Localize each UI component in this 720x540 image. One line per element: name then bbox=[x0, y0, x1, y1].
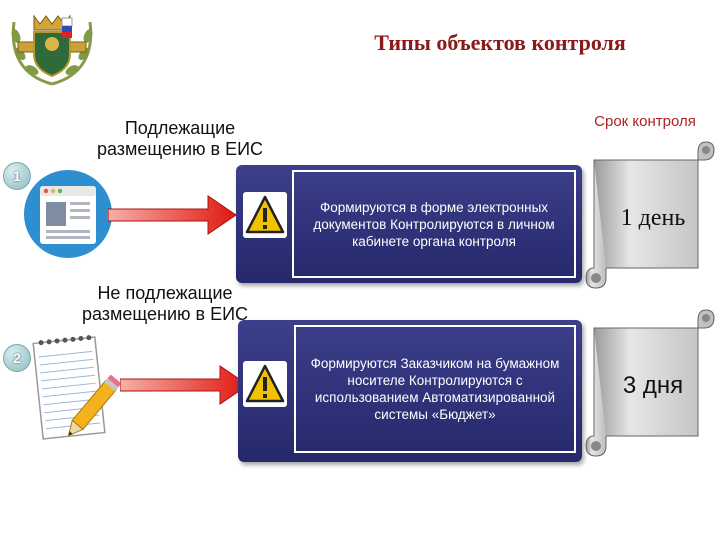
duration-value: 3 дня bbox=[622, 372, 684, 399]
warning-icon bbox=[243, 361, 287, 407]
arrow-right-icon bbox=[120, 365, 249, 405]
notepad-pencil-icon bbox=[32, 335, 122, 440]
description-text: Формируются в форме электронных документ… bbox=[292, 170, 576, 278]
warning-icon bbox=[243, 192, 287, 238]
page-title: Типы объектов контроля bbox=[374, 30, 626, 55]
arrow-right-icon bbox=[108, 195, 237, 235]
row-number-badge: 1 bbox=[3, 162, 31, 190]
term-column-label: Срок контроля bbox=[594, 113, 696, 130]
duration-value: 1 день bbox=[620, 205, 686, 231]
emblem-icon bbox=[11, 14, 93, 86]
scroll-icon bbox=[585, 141, 715, 289]
description-text: Формируются Заказчиком на бумажном носит… bbox=[294, 325, 576, 453]
category-label: Не подлежащие размещению в ЕИС bbox=[81, 283, 249, 324]
row-number-badge: 2 bbox=[3, 344, 31, 372]
app-window-icon bbox=[24, 170, 112, 258]
category-label: Подлежащие размещению в ЕИС bbox=[96, 118, 264, 159]
scroll-icon bbox=[585, 309, 715, 457]
